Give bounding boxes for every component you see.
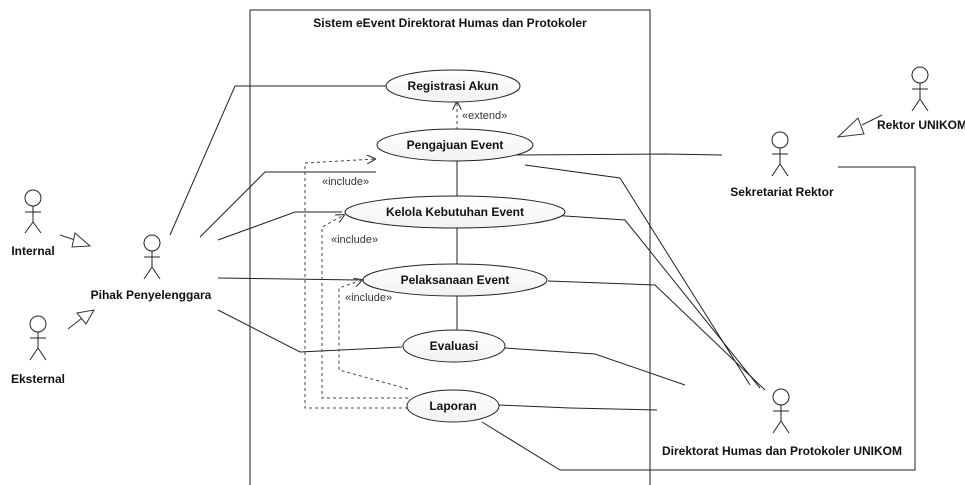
use-case-kelola-kebutuhan-event[interactable]: Kelola Kebutuhan Event — [344, 195, 566, 229]
associations — [169, 85, 916, 471]
generalizations — [59, 114, 883, 330]
svg-text:Evaluasi: Evaluasi — [430, 339, 479, 353]
use-case-evaluasi[interactable]: Evaluasi — [402, 329, 506, 363]
svg-text:Pengajuan Event: Pengajuan Event — [407, 138, 504, 152]
use-case-registrasi-akun[interactable]: Registrasi Akun — [385, 69, 521, 103]
actor-label-sekretariat-rektor: Sekretariat Rektor — [730, 185, 834, 199]
use-case-pelaksanaan-event[interactable]: Pelaksanaan Event — [362, 263, 548, 297]
actor-pihak-penyelenggara[interactable] — [143, 234, 161, 280]
svg-text:Kelola Kebutuhan Event: Kelola Kebutuhan Event — [386, 205, 524, 219]
actor-label-pihak-penyelenggara: Pihak Penyelenggara — [91, 288, 212, 302]
extend-label: «extend» — [462, 110, 507, 122]
actor-label-direktorat-humas: Direktorat Humas dan Protokoler UNIKOM — [662, 444, 902, 458]
actor-sekretariat-rektor[interactable] — [771, 131, 789, 177]
dependencies — [304, 102, 457, 409]
include-label: «include» — [322, 176, 369, 188]
use-case-pengajuan-event[interactable]: Pengajuan Event — [376, 128, 534, 162]
system-title: Sistem eEvent Direktorat Humas dan Proto… — [313, 16, 587, 30]
include-label: «include» — [345, 292, 392, 304]
svg-text:Registrasi Akun: Registrasi Akun — [408, 79, 499, 93]
actor-label-eksternal: Eksternal — [11, 372, 65, 386]
use-case-laporan[interactable]: Laporan — [406, 389, 500, 423]
actor-eksternal[interactable] — [29, 315, 47, 361]
system-boundary — [249, 9, 651, 485]
actor-direktorat-humas[interactable] — [772, 388, 790, 434]
include-label: «include» — [331, 234, 378, 246]
actor-internal[interactable] — [24, 189, 42, 234]
actor-label-internal: Internal — [11, 244, 54, 258]
actor-rektor-unikom[interactable] — [911, 66, 929, 112]
svg-text:Pelaksanaan Event: Pelaksanaan Event — [401, 273, 510, 287]
svg-text:Laporan: Laporan — [429, 399, 476, 413]
actor-label-rektor-unikom: Rektor UNIKOM — [877, 118, 965, 132]
